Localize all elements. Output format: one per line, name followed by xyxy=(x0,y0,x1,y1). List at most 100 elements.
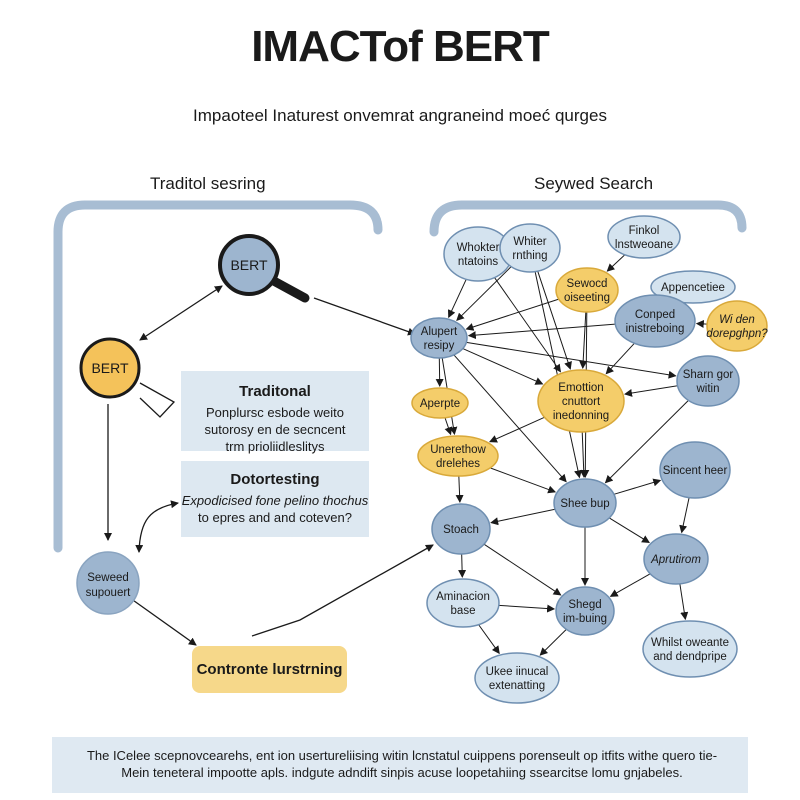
network-edge xyxy=(604,400,689,484)
network-node-sincent: Sincent heer xyxy=(659,441,731,499)
seweed-line-2: supouert xyxy=(86,587,132,599)
page-title: IMACTof BERT xyxy=(251,22,550,71)
network-edge xyxy=(489,467,557,494)
network-node-label: Wi den xyxy=(719,314,755,326)
network-edge xyxy=(456,266,512,322)
network-edge xyxy=(466,341,677,379)
network-edge xyxy=(444,417,453,436)
network-node-label: Conped xyxy=(635,309,675,321)
bert-node: BERT xyxy=(79,337,141,399)
network-edge xyxy=(609,517,650,543)
network-node-label: ntatoins xyxy=(458,256,499,268)
traditional-box-line: sutorosy en de secncent xyxy=(204,422,346,437)
network-node-label: inedonning xyxy=(553,410,609,422)
right-nodes: Whokter ntatoins Whiter rnthing Finkollnstwe… xyxy=(410,215,768,704)
network-edge xyxy=(455,475,464,504)
bert-search-label: BERT xyxy=(230,257,268,273)
network-edge xyxy=(447,279,467,319)
network-node-label: Shegd xyxy=(568,599,601,611)
network-node-label: inistreboing xyxy=(626,323,685,335)
network-node-label: resipy xyxy=(424,340,455,352)
right-bracket xyxy=(429,200,747,237)
network-node-label: Appencetiee xyxy=(661,282,725,294)
magnifier-icon: BERT xyxy=(218,234,310,303)
network-edge xyxy=(613,478,662,495)
network-node-label: witin xyxy=(695,383,719,395)
network-node-unerethow: Unerethow drelehes xyxy=(417,435,499,477)
network-node-label: im-buing xyxy=(563,613,607,625)
network-edge xyxy=(465,298,559,331)
network-node-sheebup: Shee bup xyxy=(553,478,617,528)
dotortesting-box-title: Dotortesting xyxy=(230,471,320,488)
network-node-sharn: Sharn gor witin xyxy=(676,355,740,407)
network-edge xyxy=(453,354,567,483)
network-node-label: Unerethow xyxy=(430,444,486,456)
network-node-label: Whokter xyxy=(457,242,500,254)
dotortesting-box-line: to epres and and coteven? xyxy=(198,510,352,525)
network-node-label: base xyxy=(451,605,476,617)
network-node-ukee: Ukee iinucal extenatting xyxy=(474,652,560,704)
seweed-node: Seweed supouert xyxy=(76,551,140,615)
network-node-aprutirom: Aprutirom xyxy=(643,533,709,585)
network-node-label: Emottion xyxy=(558,382,603,394)
network-edge xyxy=(606,254,626,272)
network-node-stoach: Stoach xyxy=(431,503,491,555)
network-edge xyxy=(539,629,567,656)
network-node-label: Whiter xyxy=(513,236,546,248)
network-node-label: Stoach xyxy=(443,524,479,536)
network-edge xyxy=(494,277,562,373)
network-node-shegd: Shegd im-buing xyxy=(555,586,615,636)
network-node-appence: Appencetiee xyxy=(650,270,736,304)
right-section-heading: Seywed Search xyxy=(534,174,654,193)
network-edge xyxy=(579,431,588,479)
network-node-label: lnstweoane xyxy=(615,239,673,251)
network-edge xyxy=(679,583,689,621)
traditional-box-line: trm prioliidleslitys xyxy=(225,439,325,454)
network-edge xyxy=(483,543,562,596)
contronte-pill: Contronte lurstrning xyxy=(192,646,347,693)
network-edge xyxy=(467,323,616,340)
network-node-label: Aprutirom xyxy=(650,554,701,566)
dotortesting-box: Dotortesting Expodicised fone pelino tho… xyxy=(181,461,369,537)
network-edge xyxy=(537,271,572,370)
network-node-label: Sharn gor xyxy=(683,369,734,381)
footer-line-2: Mein teneteral impootte apls. indgute ad… xyxy=(121,765,683,780)
left-edges xyxy=(104,285,434,646)
network-edge xyxy=(489,416,545,443)
traditional-box: Traditonal Ponplursc esbode weito sutoro… xyxy=(181,371,369,454)
network-node-label: rnthing xyxy=(512,250,547,262)
seweed-line-1: Seweed xyxy=(87,572,129,584)
network-edge xyxy=(624,385,678,397)
network-node-label: Sewocd xyxy=(567,278,608,290)
network-edge xyxy=(458,553,467,579)
network-edge xyxy=(498,604,556,613)
network-node-label: Alupert xyxy=(421,326,458,338)
network-node-aperpte: Aperpte xyxy=(411,387,469,419)
network-node-label: drelehes xyxy=(436,458,480,470)
network-node-label: Sincent heer xyxy=(663,465,728,477)
network-node-label: cnuttort xyxy=(562,396,601,408)
network-node-label: oiseeting xyxy=(564,292,610,304)
network-node-alupert: Alupert resipy xyxy=(410,317,468,359)
footer-line-1: The ICelee scepnovcearehs, ent ion usert… xyxy=(86,748,718,763)
traditional-box-title: Traditonal xyxy=(239,383,311,400)
traditional-box-line: Ponplursc esbode weito xyxy=(205,405,345,420)
footer-caption: The ICelee scepnovcearehs, ent ion usert… xyxy=(52,737,748,793)
network-edge xyxy=(490,508,556,526)
network-node-aminacion: Aminacion base xyxy=(426,578,500,628)
network-node-conped: Conped inistreboing xyxy=(614,294,696,348)
network-node-sewocd: Sewocd oiseeting xyxy=(555,267,619,313)
left-section-heading: Traditol sesring xyxy=(150,174,266,193)
bert-node-label: BERT xyxy=(91,360,129,376)
network-node-label: extenatting xyxy=(489,680,545,692)
network-node-label: Aperpte xyxy=(420,398,460,410)
dotortesting-box-line: Expodicised fone pelino thochus xyxy=(181,493,369,508)
network-edge xyxy=(695,319,708,328)
network-node-label: and dendpripe xyxy=(653,651,727,663)
network-node-label: Aminacion xyxy=(436,591,490,603)
network-edge xyxy=(679,497,690,534)
network-node-label: Ukee iinucal xyxy=(486,666,549,678)
